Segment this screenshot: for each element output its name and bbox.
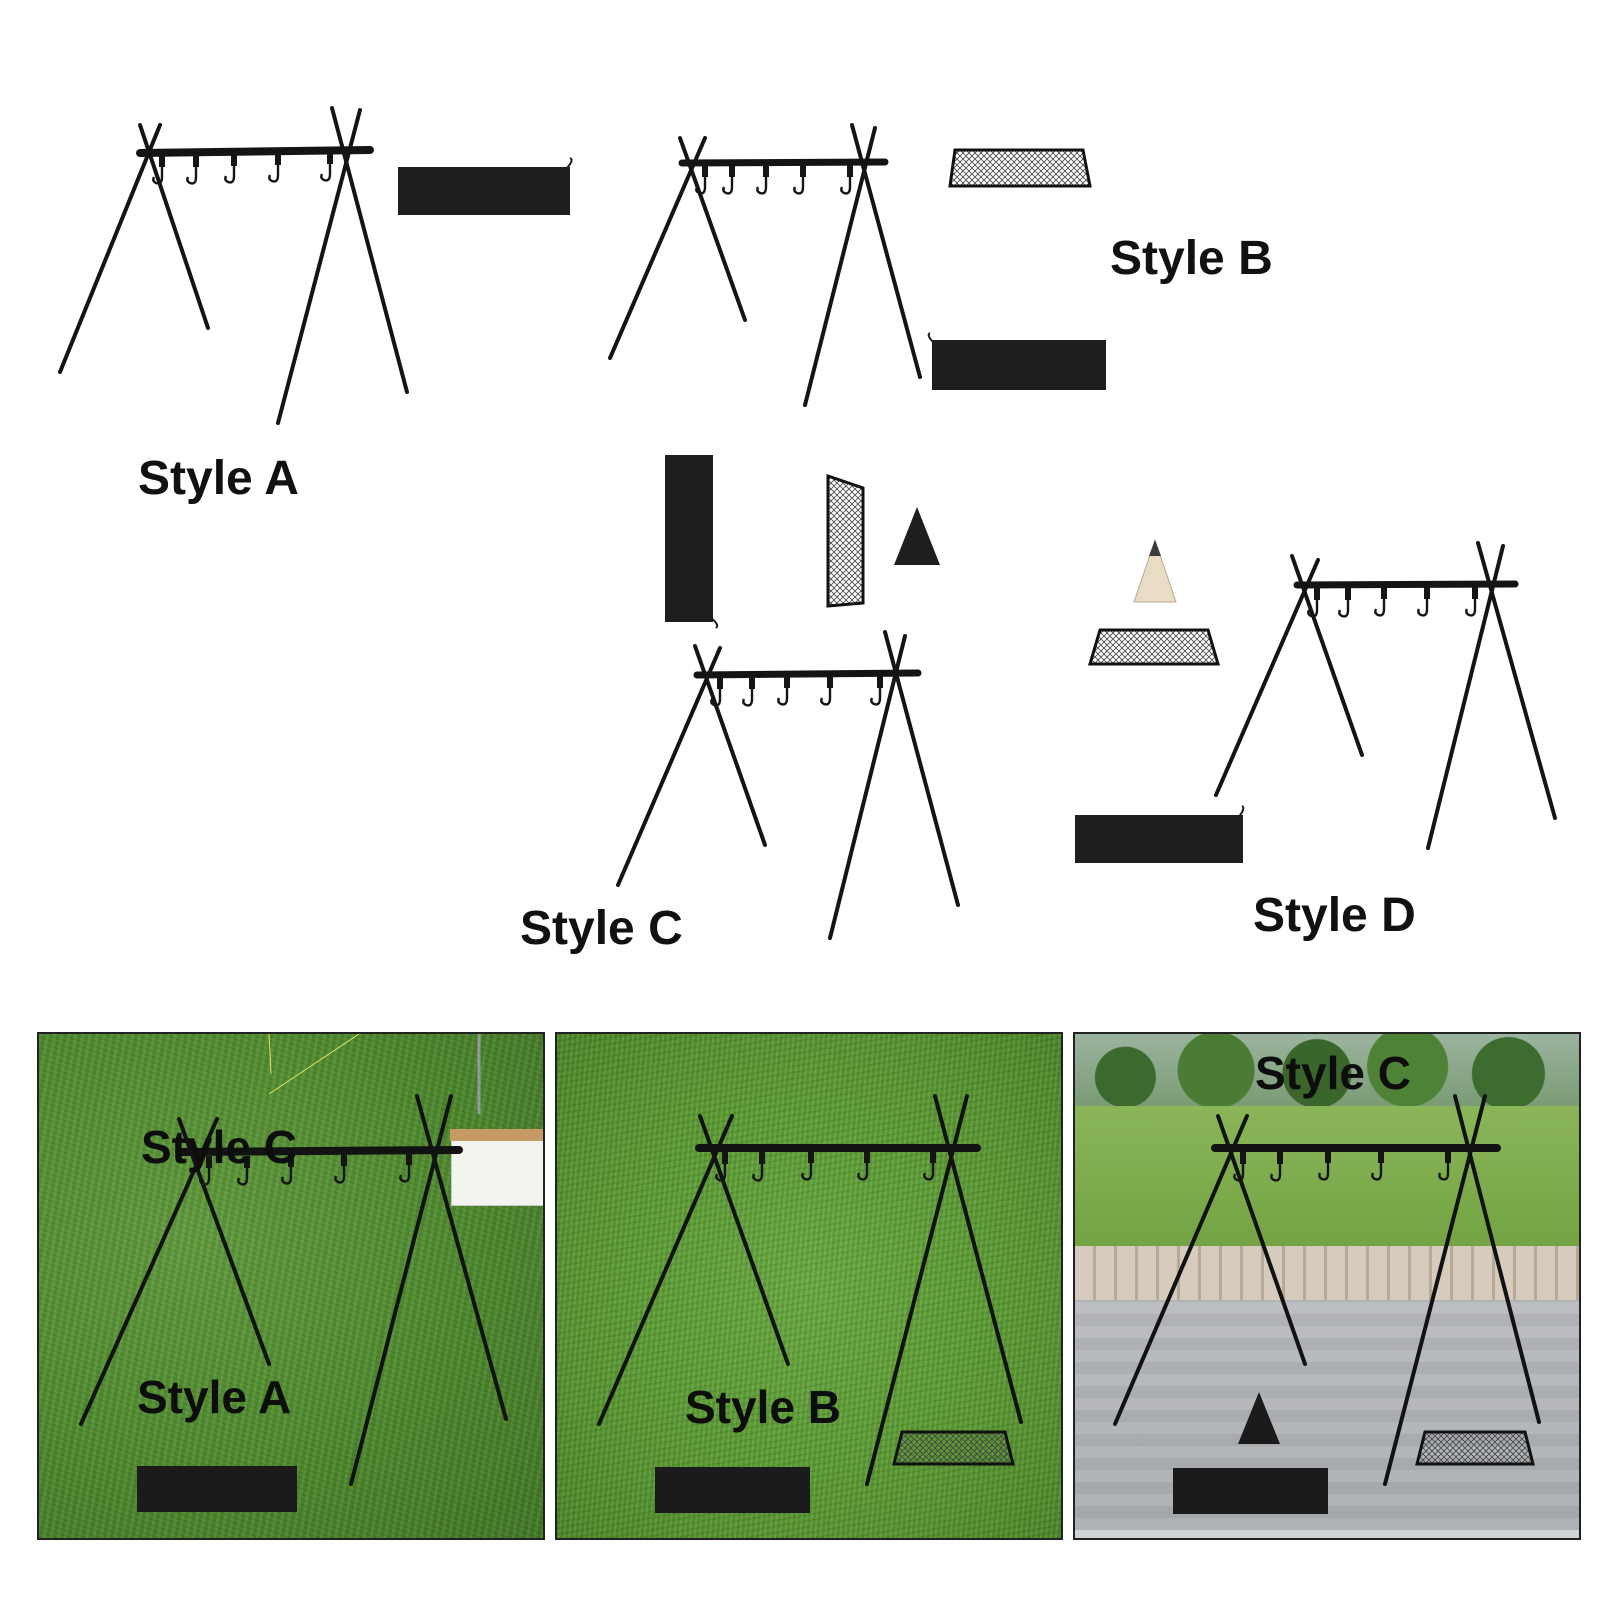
photo2-rack — [597, 1094, 1023, 1513]
style-b-storage-bag — [927, 332, 1106, 390]
style-a-label: Style A — [138, 452, 299, 505]
storage-box — [450, 1129, 543, 1206]
photo-style-a-on-lawn: Style C Style A — [37, 1032, 545, 1540]
style-b-mesh-tray — [948, 148, 1092, 188]
style-b-rack — [608, 123, 922, 407]
photo2-label: Style B — [685, 1381, 841, 1433]
style-c-hooks — [710, 674, 885, 707]
photo3-rack — [1113, 1094, 1541, 1514]
style-d-canvas-triangle-bag — [1133, 538, 1177, 603]
photo1-bottom-label: Style A — [137, 1371, 292, 1423]
product-illustrations — [58, 106, 1557, 940]
style-b-hooks — [695, 163, 855, 195]
style-d-storage-bag — [1075, 805, 1245, 863]
style-c-storage-bag — [665, 455, 719, 629]
style-d-rack — [1214, 541, 1557, 850]
photo1-rack — [79, 1034, 508, 1512]
style-a-hooks — [152, 150, 335, 185]
style-c-rack — [616, 630, 960, 940]
photo-style-b-on-lawn: Style B — [555, 1032, 1063, 1540]
style-d-hooks — [1307, 585, 1480, 618]
photo1-top-label: Style C — [141, 1121, 297, 1173]
style-c-triangle-bag — [894, 507, 940, 565]
background-trees — [1075, 1034, 1579, 1106]
style-c-label: Style C — [520, 902, 683, 955]
style-a-rack — [58, 106, 409, 425]
photo-style-c-on-deck: Style C — [1073, 1032, 1581, 1540]
style-d-mesh-tray — [1087, 628, 1221, 666]
photo3-label: Style C — [1255, 1047, 1411, 1099]
style-d-label: Style D — [1253, 889, 1416, 942]
style-c-mesh-tray — [826, 473, 865, 608]
style-a-storage-bag — [398, 157, 573, 215]
style-b-label: Style B — [1110, 232, 1273, 285]
